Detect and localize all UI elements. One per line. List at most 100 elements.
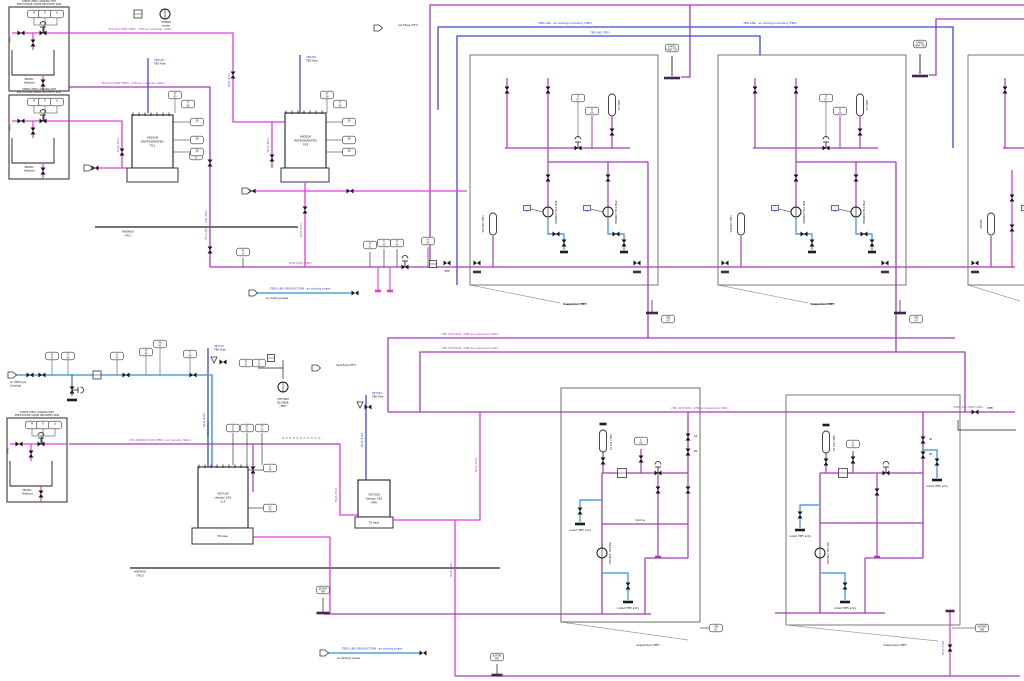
valve-icon[interactable] — [30, 127, 36, 135]
instrument-tag[interactable] — [665, 43, 679, 53]
valve-icon[interactable] — [920, 436, 926, 444]
valve-icon[interactable] — [26, 372, 34, 378]
instrument-tag[interactable] — [571, 93, 585, 103]
instrument-tag[interactable] — [190, 135, 204, 145]
valve-icon[interactable] — [809, 239, 815, 247]
instrument-tag[interactable] — [909, 314, 923, 324]
valve-icon[interactable] — [685, 448, 691, 456]
valve-icon[interactable] — [40, 167, 46, 175]
valve-icon[interactable] — [1009, 224, 1015, 232]
valve-icon[interactable] — [250, 466, 256, 474]
instrument-tag[interactable] — [110, 351, 124, 361]
offpage-connector-icon[interactable] — [241, 187, 252, 195]
valve-icon[interactable] — [473, 260, 481, 266]
valve-icon[interactable] — [545, 86, 551, 94]
instrument-tag[interactable] — [342, 135, 356, 145]
valve-icon[interactable] — [38, 490, 44, 498]
valve-icon[interactable] — [30, 39, 36, 47]
capsule-vessel[interactable] — [856, 93, 864, 117]
valve-icon[interactable] — [874, 488, 880, 496]
instrument-tag[interactable] — [263, 503, 277, 513]
valve-icon[interactable] — [971, 409, 979, 415]
valve-icon[interactable] — [853, 174, 859, 182]
valve-icon[interactable] — [302, 206, 308, 214]
valve-icon[interactable] — [881, 260, 889, 266]
valve-icon[interactable] — [122, 372, 130, 378]
instrument-tag[interactable] — [913, 39, 927, 49]
valve-icon[interactable] — [219, 359, 227, 365]
valve-icon[interactable] — [443, 260, 451, 266]
valve-icon[interactable] — [119, 148, 125, 156]
valve-icon[interactable] — [17, 118, 25, 124]
valve-icon[interactable] — [612, 231, 620, 237]
instrument-tag[interactable] — [342, 147, 356, 157]
valve-icon[interactable] — [346, 188, 354, 194]
valve-icon[interactable] — [797, 511, 803, 519]
controller-icon[interactable] — [583, 205, 591, 211]
offpage-connector-icon[interactable] — [83, 164, 94, 172]
controller-icon[interactable] — [771, 205, 779, 211]
capsule-vessel[interactable] — [737, 212, 745, 236]
valve-icon[interactable] — [633, 260, 641, 266]
instrument-tag[interactable] — [61, 351, 75, 361]
valve-icon[interactable] — [793, 174, 799, 182]
valve-icon[interactable] — [207, 159, 213, 167]
valve-icon[interactable] — [364, 404, 372, 410]
valve-icon[interactable] — [28, 450, 34, 458]
valve-icon[interactable] — [269, 154, 275, 162]
valve-icon[interactable] — [685, 486, 691, 494]
instrument-tag[interactable] — [709, 623, 723, 633]
offpage-connector-icon[interactable] — [248, 289, 259, 297]
valve-icon[interactable] — [823, 458, 829, 466]
valve-icon[interactable] — [248, 188, 256, 194]
valve-icon[interactable] — [17, 30, 25, 36]
valve-icon[interactable] — [752, 86, 758, 94]
instrument-tag[interactable] — [490, 652, 504, 662]
controller-icon[interactable] — [523, 205, 531, 211]
capsule-vessel[interactable] — [599, 429, 607, 453]
valve-icon[interactable] — [1009, 194, 1015, 202]
instrument-tag[interactable] — [45, 351, 59, 361]
offpage-connector-icon[interactable] — [373, 24, 384, 32]
capsule-vessel[interactable] — [822, 430, 830, 454]
valve-icon[interactable] — [850, 456, 856, 464]
valve-icon[interactable] — [920, 451, 926, 459]
valve-icon[interactable] — [971, 260, 979, 266]
capsule-vessel[interactable] — [987, 212, 995, 236]
valve-icon[interactable] — [504, 86, 510, 94]
valve-icon[interactable] — [207, 246, 213, 254]
instrument-tag[interactable] — [316, 585, 330, 595]
valve-icon[interactable] — [351, 290, 359, 296]
valve-icon[interactable] — [947, 644, 953, 652]
instrument-tag[interactable] — [421, 236, 435, 246]
instrument-tag[interactable] — [975, 623, 989, 633]
capsule-vessel[interactable] — [489, 212, 497, 236]
instrument-tag[interactable] — [363, 240, 377, 250]
valve-icon[interactable] — [40, 79, 46, 87]
instrument-tag[interactable] — [846, 439, 860, 449]
valve-icon[interactable] — [230, 71, 236, 79]
instrument-tag[interactable] — [585, 106, 599, 116]
valve-icon[interactable] — [577, 507, 583, 515]
valve-icon[interactable] — [15, 441, 23, 447]
instrument-tag[interactable] — [833, 106, 847, 116]
instrument-tag[interactable] — [390, 238, 404, 248]
instrument-tag[interactable] — [153, 339, 167, 349]
offpage-connector-icon[interactable] — [311, 364, 322, 372]
vessel[interactable] — [131, 114, 174, 169]
instrument-tag[interactable] — [661, 314, 675, 324]
controller-icon[interactable] — [1021, 205, 1024, 211]
instrument-tag[interactable] — [236, 247, 250, 257]
instrument-tag[interactable] — [263, 463, 277, 473]
valve-icon[interactable] — [625, 582, 631, 590]
valve-icon[interactable] — [91, 165, 99, 171]
instrument-tag[interactable] — [252, 358, 266, 368]
capsule-vessel[interactable] — [608, 93, 616, 117]
controller-icon[interactable] — [831, 205, 839, 211]
instrument-tag[interactable] — [634, 436, 648, 446]
instrument-tag[interactable] — [819, 93, 833, 103]
valve-icon[interactable] — [189, 372, 197, 378]
instrument-tag[interactable] — [168, 90, 182, 100]
instrument-tag[interactable] — [240, 423, 254, 433]
valve-icon[interactable] — [561, 239, 567, 247]
